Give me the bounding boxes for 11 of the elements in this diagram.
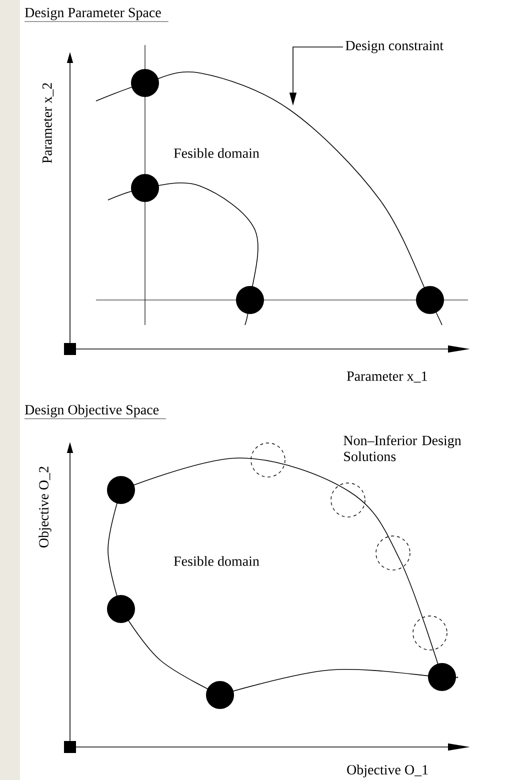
axis-label: Parameter x_1 — [346, 371, 427, 383]
region-label: Fesible domain — [174, 556, 260, 566]
axis-label: Objective O_2 — [38, 466, 52, 548]
axis-label: Parameter x_2 — [42, 83, 54, 164]
callout-text: Design constraint — [346, 40, 444, 54]
axis-label: Objective O_1 — [347, 764, 428, 778]
section-heading: Design Objective Space — [24, 404, 166, 419]
section-heading: Design Parameter Space — [24, 8, 169, 22]
annotation-text: Non–Inferior Design Solutions — [344, 435, 462, 462]
constraint-curve — [96, 71, 442, 326]
region-label: Fesible domain — [174, 148, 260, 158]
